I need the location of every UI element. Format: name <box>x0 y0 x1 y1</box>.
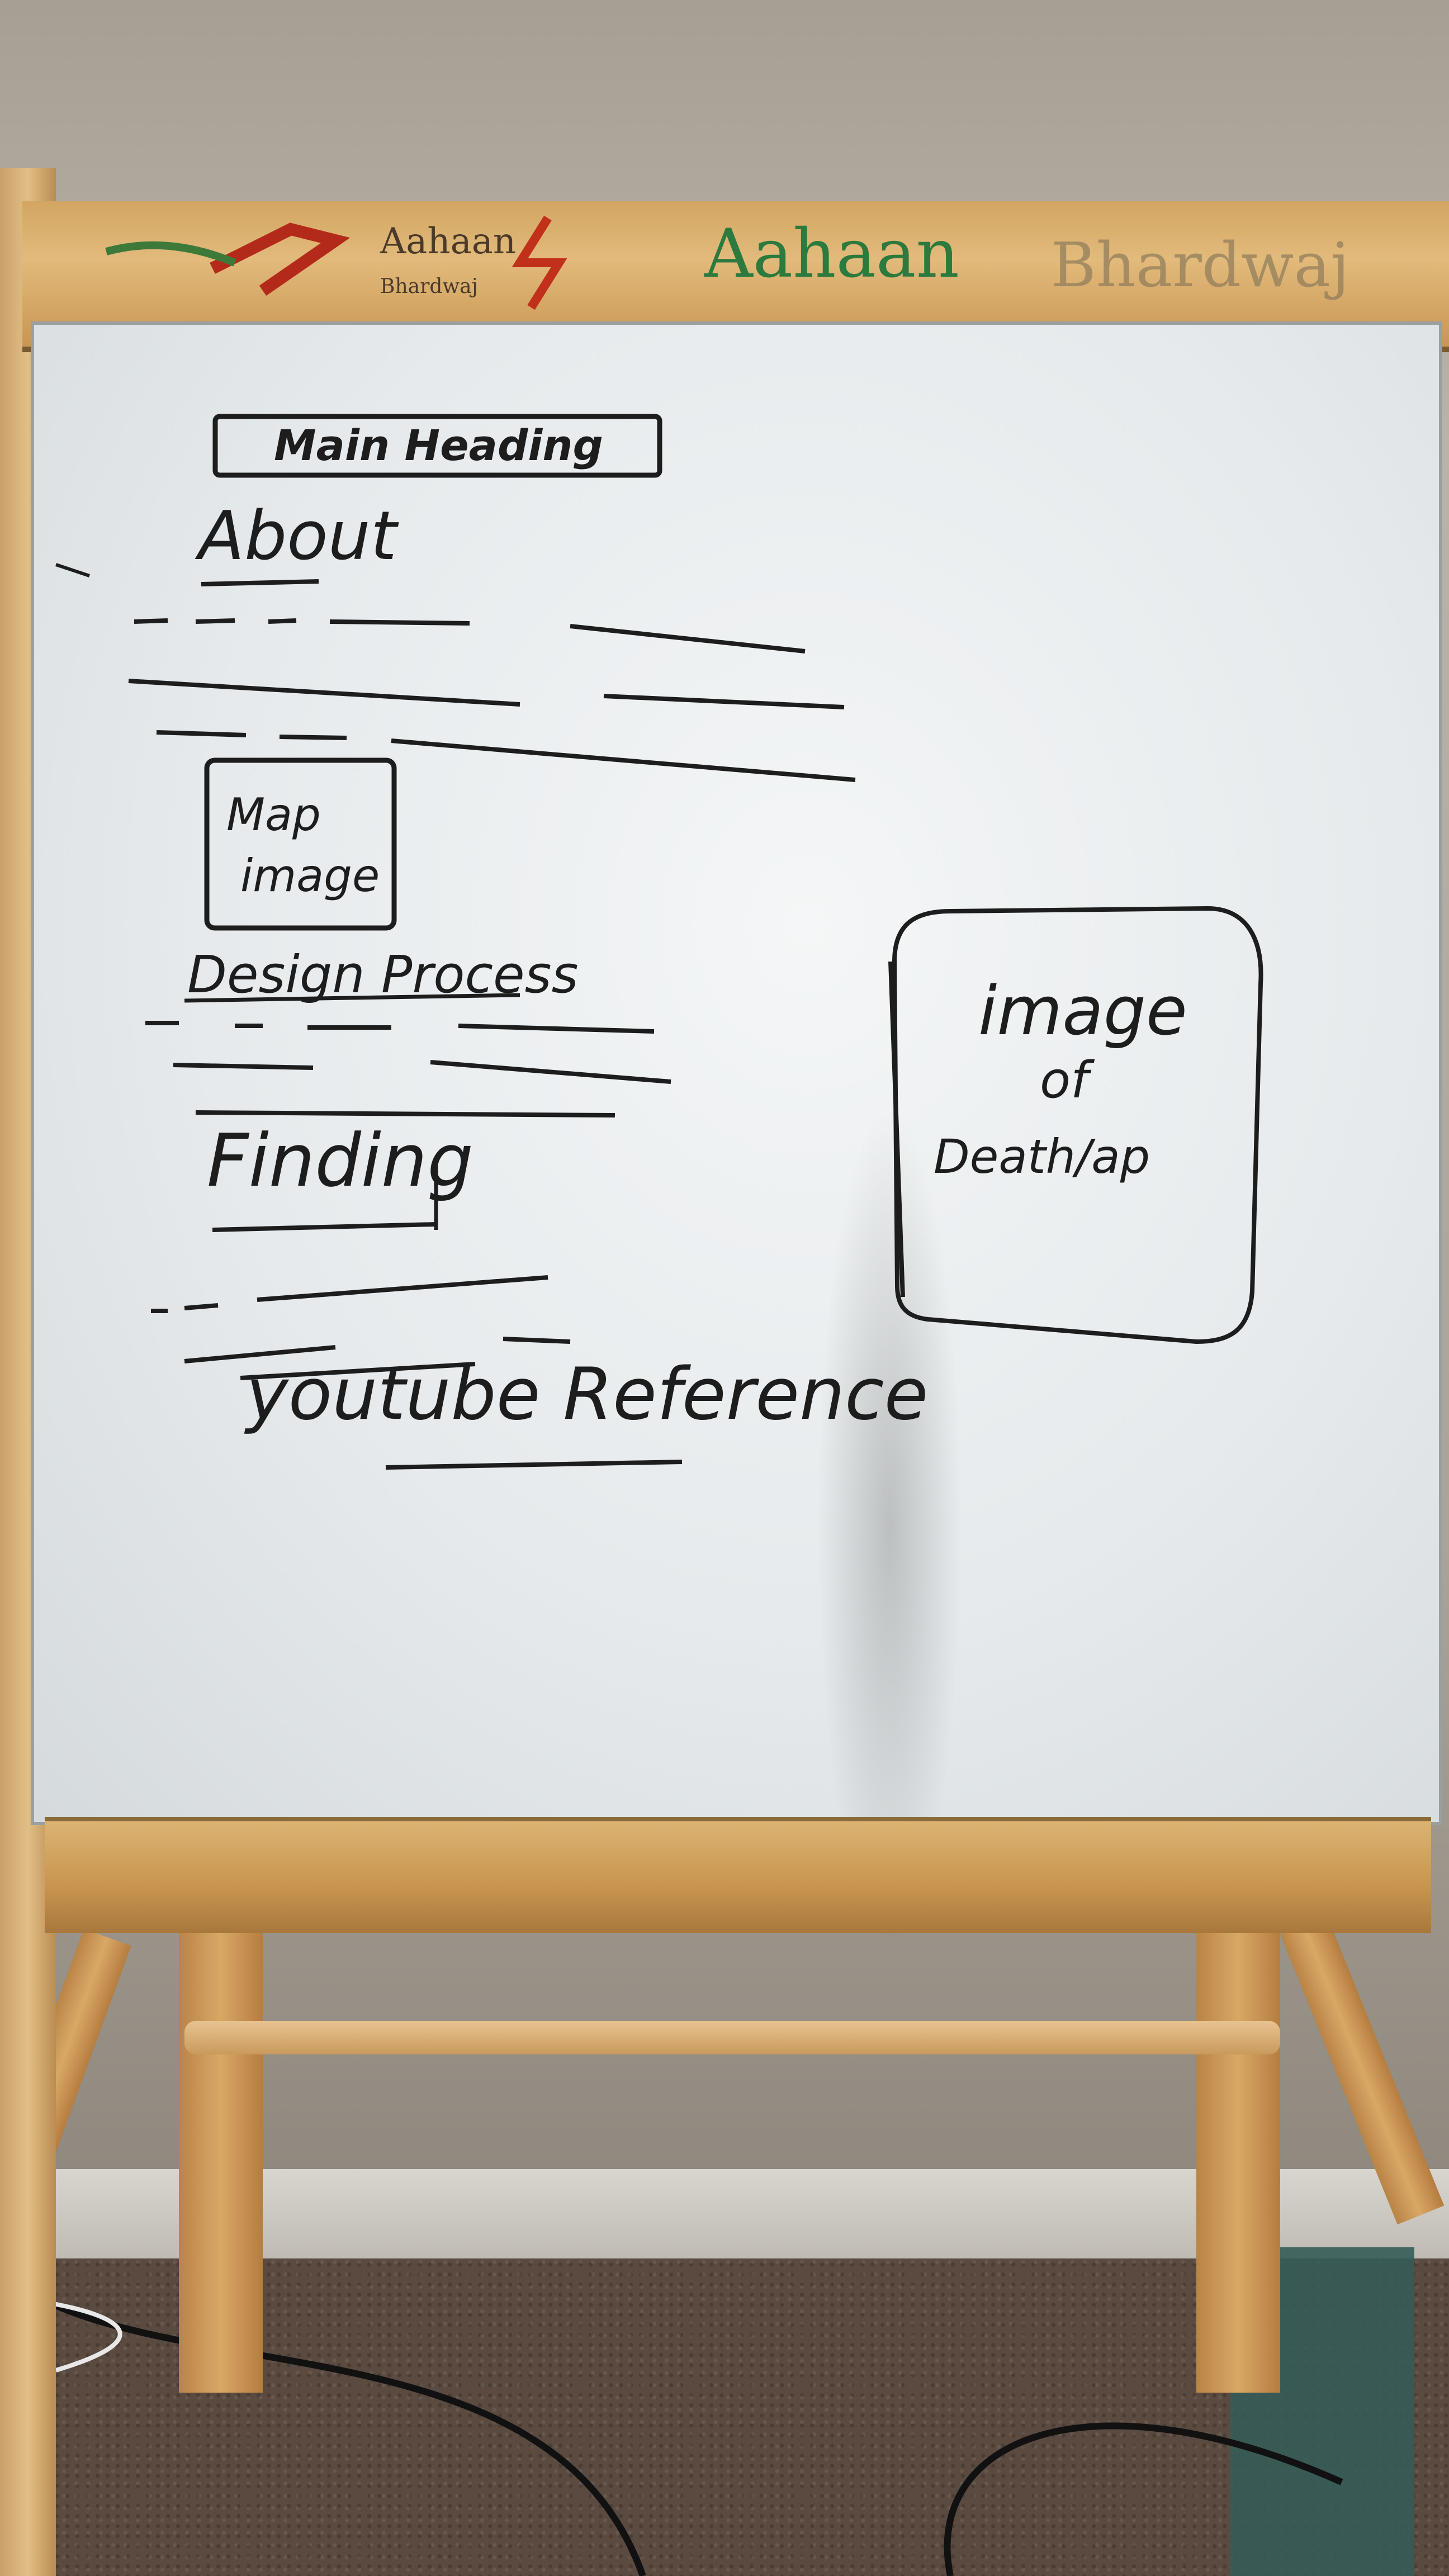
eraser-smudge <box>817 1107 962 1946</box>
sketch-about-heading: About <box>198 498 397 575</box>
sketch-map-image-line2: image <box>240 850 380 902</box>
easel-crossbar <box>184 2021 1280 2054</box>
sketch-finding-heading: Finding <box>207 1118 473 1203</box>
frame-name-large-left: Aahaan <box>704 215 959 293</box>
easel-leg-left <box>179 1917 263 2393</box>
sketch-right-image-line3: Death/ap <box>934 1129 1150 1184</box>
whiteboard <box>31 321 1442 1946</box>
sketch-youtube-reference: youtube Reference <box>246 1353 929 1436</box>
frame-name-small-1: Aahaan <box>380 221 517 262</box>
frame-name-small-2: Bhardwaj <box>380 275 478 298</box>
sketch-main-heading: Main Heading <box>274 420 603 470</box>
sketch-map-image-line1: Map <box>226 789 321 841</box>
power-cables <box>49 2300 1343 2576</box>
sketch-right-image-line1: image <box>978 973 1187 1050</box>
frame-name-large-right: Bhardwaj <box>1051 229 1350 301</box>
easel-leg-right <box>1196 1917 1280 2393</box>
sketch-design-process-heading: Design Process <box>187 945 579 1005</box>
sketch-right-image-line2: of <box>1040 1051 1088 1110</box>
sketch-strokes <box>55 414 1263 1470</box>
frame-scribbles <box>105 215 567 310</box>
easel-frame-bottom <box>45 1817 1431 1933</box>
